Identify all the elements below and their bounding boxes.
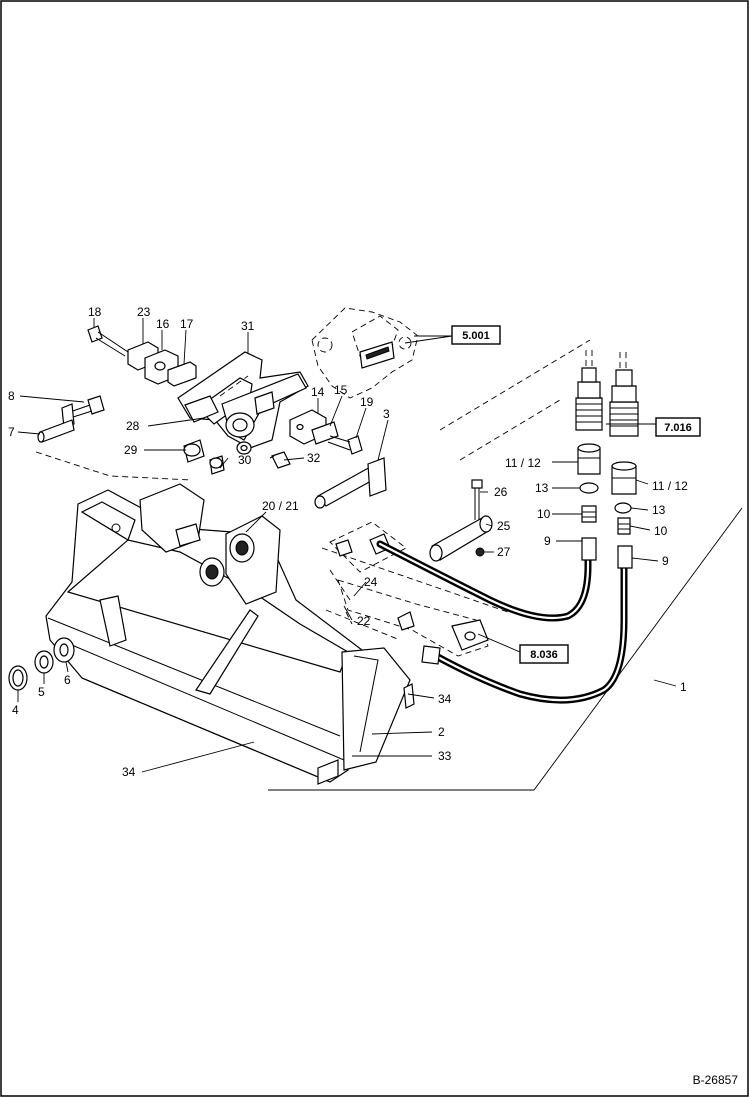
- pin-7-and-bolt-8: [37, 395, 105, 443]
- callout-33: 33: [438, 749, 452, 763]
- clamp-blocks: [127, 341, 197, 387]
- kit-bracket-1: [268, 507, 743, 791]
- hose-ends: [421, 537, 633, 665]
- callout-32: 31: [241, 319, 255, 333]
- reference-box-8036[interactable]: 8.036: [519, 644, 569, 664]
- callout-4: 4: [12, 703, 19, 717]
- callout-22: 22: [357, 614, 371, 628]
- callout-24: 24: [364, 575, 378, 589]
- callout-1: 1: [680, 680, 687, 694]
- coupler-11-12-left: [577, 443, 601, 475]
- nut-27: [475, 547, 485, 557]
- callout-labels: 18 23 16 17 31 8 7 28 29 30 32 14 15 19 …: [8, 305, 688, 779]
- callout-17: 17: [180, 317, 194, 331]
- callout-7: 7: [8, 425, 15, 439]
- o-ring-13-right: [614, 502, 632, 514]
- pin-3: [314, 457, 387, 509]
- bushing-29: [183, 439, 205, 463]
- assembly-dashed-lines: [35, 339, 591, 641]
- callout-2: 2: [438, 725, 445, 739]
- drawing-number: B-26857: [693, 1073, 739, 1087]
- bolt-19: [327, 435, 363, 455]
- callout-6: 6: [64, 673, 71, 687]
- callout-9-right: 9: [662, 554, 669, 568]
- plate-15: [311, 421, 339, 445]
- svg-text:5.001: 5.001: [462, 330, 490, 342]
- callout-28: 28: [126, 419, 140, 433]
- callout-14: 14: [311, 385, 325, 399]
- fitting-10-left: [581, 505, 597, 523]
- quick-couplers-7016: [575, 350, 639, 437]
- callout-18: 18: [88, 305, 102, 319]
- grease-nipple-31: [269, 451, 291, 469]
- bolt-18: [87, 325, 129, 357]
- bushing-30: [209, 455, 225, 475]
- callout-20-21: 20 / 21: [262, 499, 299, 513]
- reference-box-5001[interactable]: 5.001: [451, 325, 501, 345]
- callout-31: 32: [307, 451, 321, 465]
- leader-lines: [17, 318, 659, 773]
- callout-8: 8: [8, 389, 15, 403]
- reference-box-7016[interactable]: 7.016: [655, 417, 701, 437]
- callout-15: 15: [334, 383, 348, 397]
- callout-34-left: 34: [122, 765, 136, 779]
- bucket: [45, 483, 415, 785]
- cylinder-outline: [329, 521, 489, 657]
- hose-lower: [432, 562, 628, 704]
- callout-11-12-right: 11 / 12: [652, 479, 688, 493]
- callout-3: 3: [383, 407, 390, 421]
- svg-text:7.016: 7.016: [664, 422, 692, 434]
- washer-6: [53, 637, 75, 663]
- callout-9-left: 9: [544, 534, 551, 548]
- callout-13-left: 13: [535, 481, 549, 495]
- callout-10-left: 10: [537, 507, 551, 521]
- quick-coupler-outline: [311, 307, 453, 399]
- callout-11-12-left: 11 / 12: [505, 456, 541, 470]
- callout-30: 30: [238, 453, 252, 467]
- callout-26: 26: [494, 485, 508, 499]
- callout-16: 16: [156, 317, 170, 331]
- callout-27: 27: [497, 545, 511, 559]
- callout-34-right: 34: [438, 692, 452, 706]
- washer-5: [34, 650, 54, 674]
- callout-13-right: 13: [652, 503, 666, 517]
- hose-upper: [376, 540, 592, 622]
- fitting-10-right: [617, 517, 631, 535]
- bolt-26: [471, 479, 483, 520]
- callout-23: 23: [137, 305, 151, 319]
- svg-text:8.036: 8.036: [530, 649, 558, 661]
- callout-19: 19: [360, 395, 374, 409]
- callout-10-right: 10: [654, 524, 668, 538]
- callout-5: 5: [38, 685, 45, 699]
- washer-near-bracket: [236, 441, 252, 455]
- callout-25: 25: [497, 519, 511, 533]
- callout-29: 29: [124, 443, 138, 457]
- o-ring-13-left: [579, 482, 599, 494]
- coupler-11-12-right: [611, 461, 637, 495]
- retaining-ring-4: [8, 665, 28, 691]
- bracket-assembly: [177, 351, 309, 449]
